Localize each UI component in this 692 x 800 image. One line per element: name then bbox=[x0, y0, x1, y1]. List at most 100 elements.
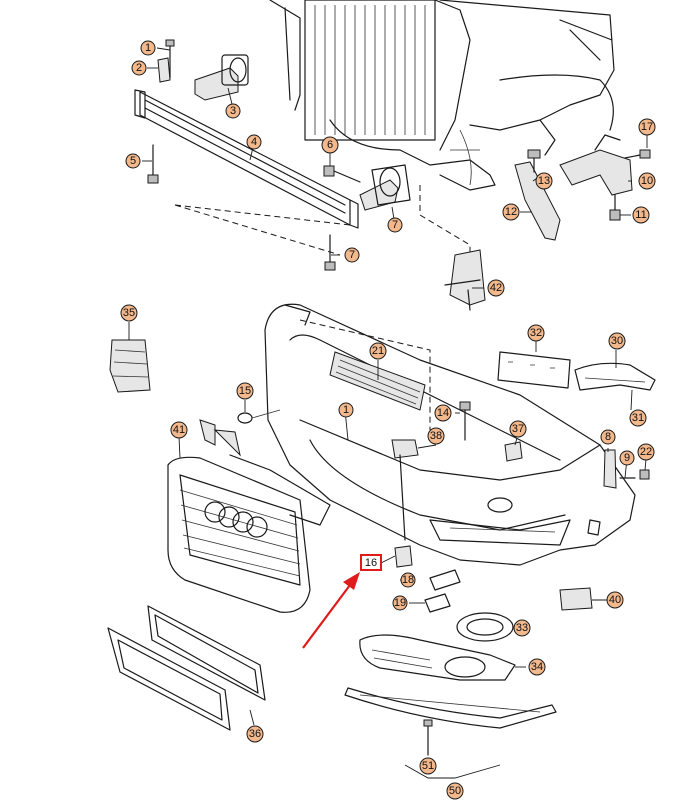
crash-box-left bbox=[194, 54, 249, 101]
bolt-20 bbox=[323, 165, 361, 183]
callout-10[interactable]: 10 bbox=[638, 172, 656, 190]
callout-15[interactable]: 15 bbox=[236, 382, 254, 400]
svg-text:33: 33 bbox=[516, 622, 528, 634]
radiator-grille bbox=[167, 419, 331, 613]
svg-text:13: 13 bbox=[538, 175, 550, 187]
svg-text:41: 41 bbox=[173, 424, 185, 436]
callout-17[interactable]: 17 bbox=[638, 118, 656, 136]
callout-22[interactable]: 22 bbox=[637, 443, 655, 461]
radiator-fins bbox=[314, 5, 426, 135]
clip-37 bbox=[504, 441, 523, 462]
svg-text:37: 37 bbox=[512, 423, 524, 435]
nut-22 bbox=[639, 469, 650, 480]
svg-text:51: 51 bbox=[422, 760, 434, 772]
svg-text:7: 7 bbox=[392, 219, 398, 231]
callout-7-right[interactable]: 7 bbox=[344, 247, 360, 263]
bracket-12 bbox=[514, 161, 561, 241]
callout-35[interactable]: 36 bbox=[246, 725, 264, 743]
callout-9[interactable]: 9 bbox=[619, 450, 635, 466]
crash-box-right bbox=[359, 164, 411, 211]
bracket-13 bbox=[527, 149, 541, 173]
washer-cap-40 bbox=[559, 587, 593, 611]
bumper-cover bbox=[264, 303, 636, 566]
callout-13[interactable]: 13 bbox=[535, 172, 553, 190]
svg-text:19: 19 bbox=[394, 597, 406, 609]
callout-11[interactable]: 11 bbox=[632, 206, 650, 224]
callout-19[interactable]: 19 bbox=[392, 595, 408, 611]
callout-16-highlighted[interactable]: 16 bbox=[360, 554, 382, 571]
callout-18[interactable]: 18 bbox=[400, 572, 416, 588]
bolt-4 bbox=[165, 39, 175, 79]
svg-text:10: 10 bbox=[641, 175, 653, 187]
callout-32[interactable]: 32 bbox=[527, 324, 545, 342]
svg-text:12: 12 bbox=[505, 206, 517, 218]
svg-text:11: 11 bbox=[635, 209, 646, 221]
svg-text:1: 1 bbox=[145, 42, 151, 54]
callout-5[interactable]: 7 bbox=[387, 217, 403, 233]
callout-31[interactable]: 31 bbox=[629, 409, 647, 427]
callout-6[interactable]: 3 bbox=[225, 103, 241, 119]
svg-text:31: 31 bbox=[632, 412, 644, 424]
bolt-7-right bbox=[324, 234, 336, 271]
callout-33[interactable]: 33 bbox=[513, 619, 531, 637]
trim-strip-30 bbox=[574, 362, 656, 391]
svg-text:42: 42 bbox=[490, 282, 502, 294]
trim-36 bbox=[109, 339, 151, 393]
absorber-21 bbox=[329, 351, 426, 411]
callout-14[interactable]: 14 bbox=[434, 404, 452, 422]
bracket-42 bbox=[444, 249, 486, 311]
callout-40[interactable]: 40 bbox=[606, 591, 624, 609]
bracket-50-leader bbox=[404, 764, 501, 779]
callout-20[interactable]: 6 bbox=[321, 136, 339, 154]
svg-text:15: 15 bbox=[239, 385, 251, 397]
callout-12[interactable]: 12 bbox=[502, 203, 520, 221]
callout-3[interactable]: 2 bbox=[131, 60, 147, 76]
svg-text:4: 4 bbox=[251, 136, 257, 148]
callout-21[interactable]: 21 bbox=[369, 342, 387, 360]
callout-30[interactable]: 30 bbox=[608, 332, 626, 350]
lower-spoiler bbox=[344, 687, 557, 729]
svg-text:40: 40 bbox=[609, 594, 621, 606]
callout-37[interactable]: 37 bbox=[509, 420, 527, 438]
svg-text:7: 7 bbox=[349, 249, 355, 261]
callout-4[interactable]: 1 bbox=[140, 40, 156, 56]
svg-text:34: 34 bbox=[531, 661, 543, 673]
callout-50[interactable]: 50 bbox=[446, 782, 464, 800]
radiator-core bbox=[304, 0, 436, 141]
svg-text:6: 6 bbox=[327, 139, 333, 151]
screw-51 bbox=[423, 719, 433, 756]
cover-19 bbox=[424, 593, 451, 613]
svg-text:9: 9 bbox=[624, 452, 630, 464]
mount-line-b bbox=[419, 185, 471, 262]
callout-1[interactable]: 1 bbox=[338, 402, 354, 418]
svg-text:22: 22 bbox=[640, 446, 652, 458]
callout-42[interactable]: 42 bbox=[487, 279, 505, 297]
callout-8[interactable]: 8 bbox=[600, 429, 616, 445]
callout-34[interactable]: 34 bbox=[528, 658, 546, 676]
clip-3 bbox=[157, 57, 171, 83]
lower-grille-34 bbox=[359, 634, 516, 681]
callout-7-left[interactable]: 5 bbox=[125, 153, 141, 169]
highlight-arrow bbox=[302, 572, 360, 649]
svg-text:35: 35 bbox=[123, 307, 135, 319]
audi-rings bbox=[204, 501, 268, 538]
callout-51[interactable]: 51 bbox=[419, 757, 437, 775]
callout-2[interactable]: 4 bbox=[246, 134, 262, 150]
svg-text:36: 36 bbox=[249, 728, 261, 740]
cap-15 bbox=[237, 409, 281, 424]
plate-holder bbox=[107, 605, 266, 731]
callout-38[interactable]: 38 bbox=[427, 427, 445, 445]
bolt-14 bbox=[459, 401, 471, 441]
svg-text:5: 5 bbox=[130, 155, 136, 167]
callout-36[interactable]: 35 bbox=[120, 304, 138, 322]
svg-text:50: 50 bbox=[449, 785, 461, 797]
cover-18 bbox=[429, 569, 461, 591]
bracket-8 bbox=[603, 449, 617, 489]
fog-lamp-ring bbox=[456, 612, 514, 642]
callout-41[interactable]: 41 bbox=[170, 421, 188, 439]
svg-text:8: 8 bbox=[605, 431, 611, 443]
leader-lines bbox=[128, 47, 648, 767]
svg-text:30: 30 bbox=[611, 335, 623, 347]
